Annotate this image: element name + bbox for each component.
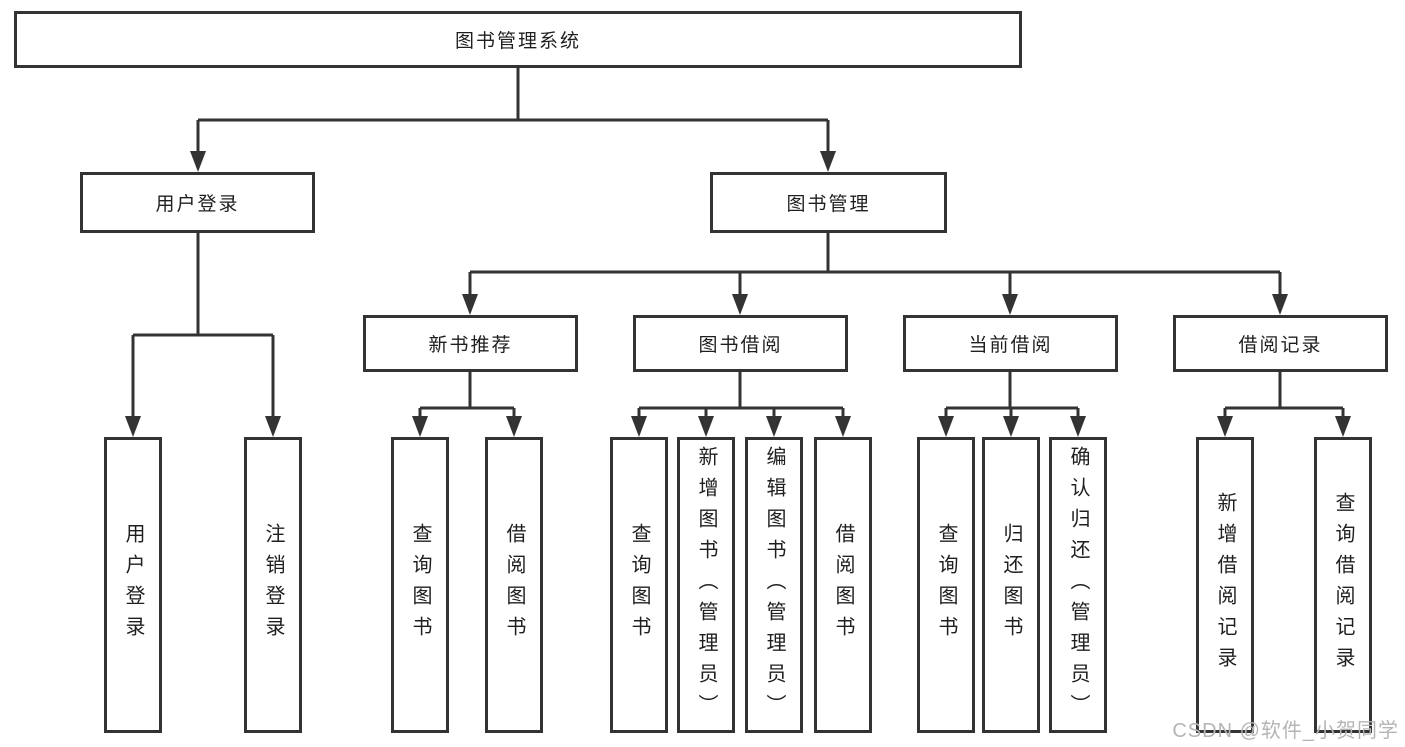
leaf-borrow-books-recommend: 借阅图书	[485, 437, 543, 733]
node-label: 图书管理	[786, 194, 871, 215]
leaf-add-borrow-record: 新增借阅记录	[1196, 437, 1254, 733]
arrow-down-icon	[631, 416, 647, 437]
node-label: 当前借阅	[968, 335, 1053, 356]
arrow-down-icon	[1217, 416, 1233, 437]
node-label: 图书管理系统	[454, 31, 581, 52]
node-label: 用户登录	[155, 194, 240, 215]
arrow-down-icon	[766, 416, 782, 437]
arrow-down-icon	[698, 416, 714, 437]
arrow-down-icon	[506, 416, 522, 437]
node-label: 查询借阅记录	[1332, 492, 1354, 678]
node-user-login: 用户登录	[80, 172, 315, 233]
node-label: 查询图书	[628, 523, 650, 647]
arrow-down-icon	[1002, 294, 1018, 315]
node-book-management: 图书管理	[710, 172, 947, 233]
node-label: 图书借阅	[698, 335, 783, 356]
node-label: 借阅图书	[503, 523, 525, 647]
leaf-query-books-recommend: 查询图书	[391, 437, 449, 733]
node-label: 查询图书	[935, 523, 957, 647]
node-new-book-recommendation: 新书推荐	[363, 315, 578, 372]
arrow-down-icon	[1272, 294, 1288, 315]
node-label: 确认归还（管理员）	[1067, 445, 1089, 725]
arrow-down-icon	[1335, 416, 1351, 437]
leaf-query-books-borrowing: 查询图书	[610, 437, 668, 733]
watermark: CSDN @软件_小贺同学	[1172, 720, 1399, 742]
leaf-logout: 注销登录	[244, 437, 302, 733]
node-label: 归还图书	[1000, 523, 1022, 647]
node-label: 编辑图书（管理员）	[763, 445, 785, 725]
leaf-query-borrow-record: 查询借阅记录	[1314, 437, 1372, 733]
arrow-down-icon	[1003, 416, 1019, 437]
connector-path	[131, 68, 1345, 416]
node-label: 新书推荐	[428, 335, 513, 356]
arrow-down-icon	[190, 151, 206, 172]
leaf-edit-book-admin: 编辑图书（管理员）	[745, 437, 803, 733]
node-system-root: 图书管理系统	[14, 11, 1022, 68]
leaf-query-books-current: 查询图书	[917, 437, 975, 733]
arrow-down-icon	[732, 294, 748, 315]
arrowhead-icons	[125, 151, 1351, 437]
node-borrowing-records: 借阅记录	[1173, 315, 1388, 372]
node-label: 借阅记录	[1238, 335, 1323, 356]
node-label: 新增借阅记录	[1214, 492, 1236, 678]
arrow-down-icon	[265, 416, 281, 437]
leaf-return-books: 归还图书	[982, 437, 1040, 733]
arrow-down-icon	[1070, 416, 1086, 437]
node-label: 新增图书（管理员）	[695, 445, 717, 725]
leaf-add-book-admin: 新增图书（管理员）	[677, 437, 735, 733]
arrow-down-icon	[820, 151, 836, 172]
node-book-borrowing: 图书借阅	[633, 315, 848, 372]
node-label: 用户登录	[122, 523, 144, 647]
arrow-down-icon	[835, 416, 851, 437]
arrow-down-icon	[938, 416, 954, 437]
arrow-down-icon	[462, 294, 478, 315]
leaf-user-login: 用户登录	[104, 437, 162, 733]
leaf-confirm-return-admin: 确认归还（管理员）	[1049, 437, 1107, 733]
node-label: 查询图书	[409, 523, 431, 647]
arrow-down-icon	[412, 416, 428, 437]
arrow-down-icon	[125, 416, 141, 437]
node-label: 借阅图书	[832, 523, 854, 647]
leaf-borrow-books-borrowing: 借阅图书	[814, 437, 872, 733]
node-label: 注销登录	[262, 523, 284, 647]
node-current-borrowing: 当前借阅	[903, 315, 1118, 372]
